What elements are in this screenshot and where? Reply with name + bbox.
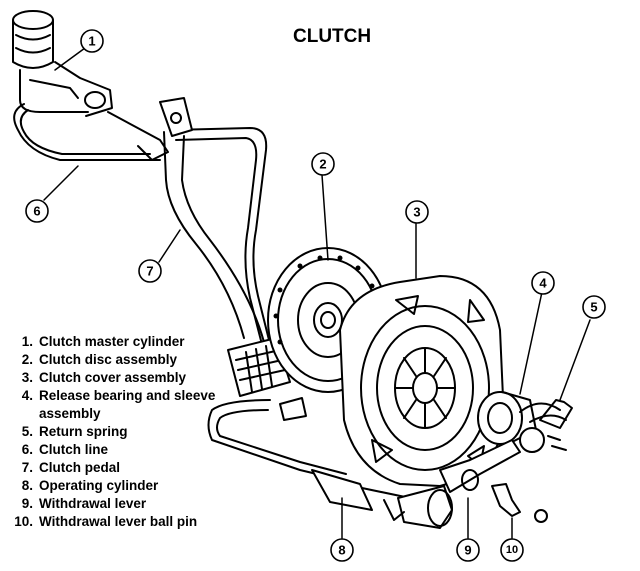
legend-number: 2. [21, 352, 33, 367]
callout-label-3: 3 [413, 205, 420, 220]
legend-label: Clutch cover assembly [39, 370, 187, 385]
legend-item: 10. Withdrawal lever ball pin [6, 513, 226, 531]
callout-8 [330, 538, 354, 562]
callout-label-8: 8 [338, 543, 345, 558]
callout-5 [582, 295, 606, 319]
legend-number: 5. [21, 424, 33, 439]
legend-item: 7. Clutch pedal [6, 459, 226, 477]
legend-number: 4. [21, 388, 33, 403]
legend-item: 3. Clutch cover assembly [6, 369, 226, 387]
legend-item: 2. Clutch disc assembly [6, 351, 226, 369]
callout-7 [138, 259, 162, 283]
leader-lines [43, 47, 591, 539]
legend-number: 9. [21, 496, 33, 511]
diagram-title: CLUTCH [293, 26, 372, 47]
legend-item: 9. Withdrawal lever [6, 495, 226, 513]
callout-2 [311, 152, 335, 176]
legend-item: 5. Return spring [6, 423, 226, 441]
clutch-line-drawing [13, 103, 351, 483]
callout-4 [531, 271, 555, 295]
clutch-disc-rivets [273, 255, 381, 363]
legend-label: Clutch master cylinder [39, 334, 185, 349]
legend-item: 6. Clutch line [6, 441, 226, 459]
legend-label: Clutch pedal [39, 460, 121, 475]
legend-label: Withdrawal lever ball pin [39, 514, 198, 529]
legend-number: 1. [21, 334, 33, 349]
callout-9 [456, 538, 480, 562]
release-bearing-drawing [477, 391, 545, 453]
callout-label-7: 7 [146, 264, 153, 279]
legend-label: Return spring [39, 424, 128, 439]
legend-number: 6. [21, 442, 33, 457]
callout-label-9: 9 [464, 543, 471, 558]
legend-label: Withdrawal lever [39, 496, 147, 511]
legend-number: 10. [14, 514, 33, 529]
legend-item: 8. Operating cylinder [6, 477, 226, 495]
legend-label: Clutch disc assembly [39, 352, 178, 367]
withdrawal-lever-drawing [439, 439, 521, 493]
callout-label-5: 5 [590, 300, 597, 315]
legend-item: 4. Release bearing and sleeve assembly [6, 387, 226, 423]
legend-label: Clutch line [39, 442, 109, 457]
callout-10 [500, 538, 524, 562]
legend-item: 1. Clutch master cylinder [6, 333, 226, 351]
callout-label-4: 4 [539, 276, 547, 291]
callout-label-10: 10 [506, 544, 518, 556]
callout-1 [80, 29, 104, 53]
master-cylinder-drawing [12, 10, 169, 161]
legend-number: 3. [21, 370, 33, 385]
operating-cylinder-drawing [311, 469, 453, 529]
legend-number: 7. [21, 460, 33, 475]
callout-3 [405, 200, 429, 224]
legend-label: Release bearing and sleeve assembly [39, 388, 216, 421]
callout-label-2: 2 [319, 157, 326, 172]
legend-label: Operating cylinder [39, 478, 159, 493]
callout-label-6: 6 [33, 204, 40, 219]
ball-pin-drawing [491, 483, 548, 523]
legend-number: 8. [21, 478, 33, 493]
callouts [25, 29, 606, 562]
parts-legend: 1. Clutch master cylinder 2. Clutch disc… [6, 333, 226, 531]
callout-label-1: 1 [88, 34, 95, 49]
return-spring-drawing [519, 399, 573, 451]
callout-6 [25, 199, 49, 223]
